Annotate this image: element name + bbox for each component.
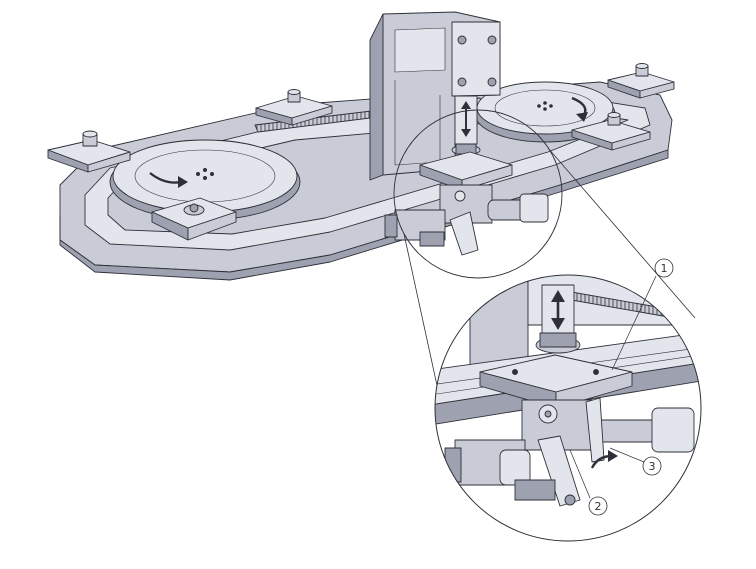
corner-bracket-left: [47, 130, 131, 173]
detail-circle: [434, 274, 702, 542]
main-assembly: [47, 11, 675, 281]
track-base-side: [59, 149, 669, 281]
corner-bracket-right-back: [607, 63, 675, 99]
detail-connector: [547, 147, 696, 319]
corner-bracket-front: [151, 197, 237, 241]
callout-number: 1: [661, 262, 668, 275]
callout-1: 1: [611, 258, 674, 371]
detail-connector: [403, 233, 439, 391]
left-pulley-hub: [196, 168, 214, 180]
detail-source-circle: [393, 109, 563, 279]
detail-view: [434, 274, 702, 542]
right-pulley-hub: [537, 101, 553, 111]
callout-2: 2: [569, 449, 608, 516]
callout-number: 2: [595, 500, 602, 513]
callout-number: 3: [649, 460, 656, 473]
vertical-actuator: [451, 95, 481, 156]
vertical-motion-arrow-icon: [461, 101, 471, 137]
carriage: [384, 151, 549, 256]
corner-bracket-back: [255, 89, 333, 126]
corner-bracket-right: [571, 112, 651, 151]
callout-3: 3: [609, 447, 662, 476]
upright-frame: [369, 11, 501, 181]
